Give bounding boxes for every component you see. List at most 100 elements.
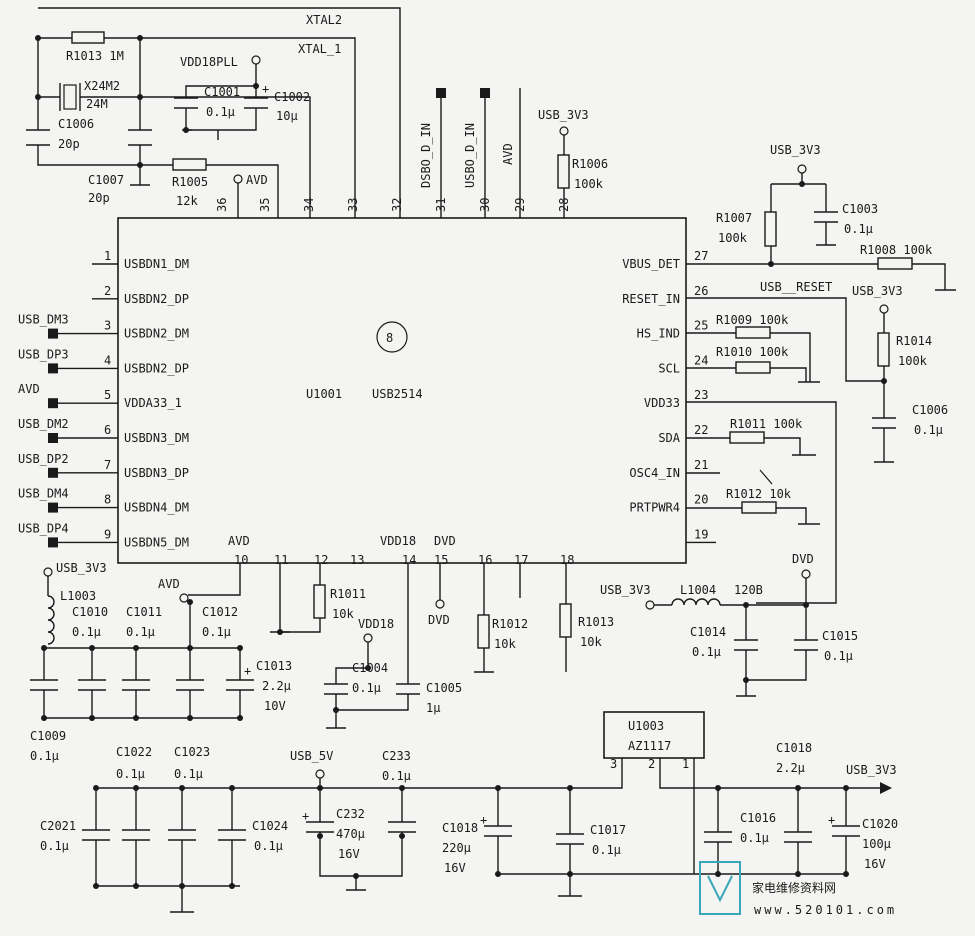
l1004-value: 120B: [734, 583, 763, 597]
net-label: USB_DP4: [18, 521, 69, 535]
pin-number: 8: [104, 493, 111, 507]
pin-name: SCL: [658, 361, 680, 375]
l1004-filter: USB_3V3 L1004 120B DVD C1014 0.1μ C1015 …: [600, 552, 858, 697]
c1015-label: C1015: [822, 629, 858, 643]
u1003-label: U1003: [628, 719, 664, 733]
c232-voltage: 16V: [338, 847, 360, 861]
pin-name: SDA: [658, 431, 680, 445]
xtal1-label: XTAL_1: [298, 42, 341, 56]
r1014-label: R1014: [896, 334, 932, 348]
net-port-square: [48, 328, 58, 339]
net-label: AVD: [18, 382, 40, 396]
r1013-label: R1013 1M: [66, 49, 124, 63]
r1009-label: R1009 100k: [716, 313, 789, 327]
left-pin-group: 1USBDN1_DM2USBDN2_DP3USBDN2_DM4USBDN2_DP…: [92, 249, 189, 549]
pin-name: USBDN2_DM: [124, 327, 189, 341]
r1012r-label: R1012 10k: [726, 487, 792, 501]
r1011b-label: R1011: [330, 587, 366, 601]
c1001-value: 0.1μ: [206, 105, 235, 119]
r1007-label: R1007: [716, 211, 752, 225]
c2021-value: 0.1μ: [40, 839, 69, 853]
r1005-resistor: [172, 158, 207, 171]
svg-text:+: +: [480, 813, 487, 827]
l1004-label: L1004: [680, 583, 716, 597]
reset-circuit: USB__RESET USB_3V3 R1014 100k C1006 0.1μ: [686, 280, 948, 463]
pin-number: 25: [694, 319, 708, 333]
c1006-label: C1006: [58, 117, 94, 131]
r1008-label: R1008 100k: [860, 243, 933, 257]
pin-name: VBUS_DET: [622, 257, 680, 271]
pin-number: 12: [314, 553, 328, 567]
chip-designator: U1001: [306, 387, 342, 401]
c1004-value: 0.1μ: [352, 681, 381, 695]
c1003-value: 0.1μ: [844, 222, 873, 236]
usb3v3-l1003-label: USB_3V3: [56, 561, 107, 575]
c1017-label: C1017: [590, 823, 626, 837]
usb3v3-28-label: USB_3V3: [538, 108, 589, 122]
r1005-label: R1005: [172, 175, 208, 189]
chip-part-number: USB2514: [372, 387, 423, 401]
c1020-value: 100μ: [862, 837, 891, 851]
pin-name: USBDN2_DP: [124, 361, 189, 375]
pin-number: 18: [560, 553, 574, 567]
usb-reset-label: USB__RESET: [760, 280, 832, 294]
ic-u1001-body: [117, 217, 687, 564]
avd-top-label: AVD: [501, 143, 515, 165]
pin-number: 11: [274, 553, 288, 567]
x24m-value: 24M: [86, 97, 108, 111]
u1003-body: [603, 711, 705, 759]
pin-number: 14: [402, 553, 416, 567]
net-label: USB_DP3: [18, 347, 69, 361]
c1009-label: C1009: [30, 729, 66, 743]
u1003-pin1: 1: [682, 757, 689, 771]
watermark-text: 家电维修资料网: [752, 880, 836, 895]
pin-number: 26: [694, 284, 708, 298]
u1003-pin2: 2: [648, 757, 655, 771]
svg-text:+: +: [262, 82, 269, 96]
pin-number: 22: [694, 423, 708, 437]
dsbo-label: DSBO_D_IN: [419, 123, 433, 188]
c1011-value: 0.1μ: [126, 625, 155, 639]
circle-number: 8: [386, 331, 393, 345]
usbo-label: USBO_D_IN: [463, 123, 477, 188]
net-port-square: [48, 363, 58, 374]
usb3v3-c1003-label: USB_3V3: [770, 143, 821, 157]
pin-number: 34: [302, 198, 316, 212]
r1006-label: R1006: [572, 157, 608, 171]
c1013-voltage: 10V: [264, 699, 286, 713]
pin-number: 13: [350, 553, 364, 567]
avd-pin10-label: AVD: [228, 534, 250, 548]
pin-number: 7: [104, 458, 111, 472]
x24m2-label: X24M2: [84, 79, 120, 93]
regulator-section: U1003 AZ1117 3 2 1 USB_3V3 USB_5V C1022 …: [40, 711, 898, 913]
az1117-label: AZ1117: [628, 739, 671, 753]
pin-number: 17: [514, 553, 528, 567]
pin-number: 9: [104, 527, 111, 541]
c1002-value: 10μ: [276, 109, 298, 123]
c1020-voltage: 16V: [864, 857, 886, 871]
r1007-value: 100k: [718, 231, 748, 245]
c1020-label: C1020: [862, 817, 898, 831]
pin-name: USBDN1_DM: [124, 257, 189, 271]
c1023-value: 0.1μ: [174, 767, 203, 781]
pin-name: PRTPWR4: [629, 501, 680, 515]
watermark: 家电维修资料网 www.520101.com: [699, 861, 894, 917]
c1006r-label: C1006: [912, 403, 948, 417]
c1016-label: C1016: [740, 811, 776, 825]
c1005-value: 1μ: [426, 701, 440, 715]
net-port-square: [48, 398, 58, 409]
c1014-value: 0.1μ: [692, 645, 721, 659]
c1004-label: C1004: [352, 661, 388, 675]
r1005-value: 12k: [176, 194, 198, 208]
pin-name: HS_IND: [637, 327, 680, 341]
pin-name: USBDN5_DM: [124, 535, 189, 549]
top-signals: DSBO_D_IN USBO_D_IN AVD: [419, 88, 521, 218]
c1009-value: 0.1μ: [30, 749, 59, 763]
usb3v3-l1004-label: USB_3V3: [600, 583, 651, 597]
c1005-label: C1005: [426, 681, 462, 695]
pin-number: 23: [694, 388, 708, 402]
pin-number: 5: [104, 388, 111, 402]
left-net-group: USB_DM3USB_DP3AVDUSB_DM2USB_DP2USB_DM4US…: [18, 313, 92, 548]
